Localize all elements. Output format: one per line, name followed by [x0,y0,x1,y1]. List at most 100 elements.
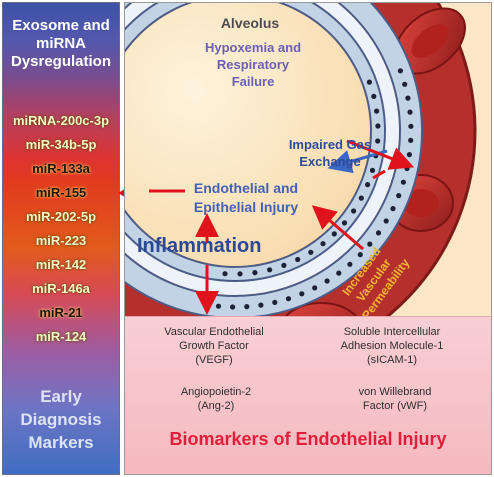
mirna-list: miRNA-200c-3p miR-34b-5p miR-133a miR-155 mi… [3,109,119,349]
cell-nucleus [308,249,314,255]
cell-nucleus [341,220,348,226]
cell-nucleus [285,296,292,302]
cell-nucleus [400,179,406,185]
early-diagnosis-label: Early Diagnosis Markers [3,385,119,454]
cell-nucleus [374,108,380,114]
cell-nucleus [408,137,414,143]
endothelial-injury-label: Endothelial and Epithelial Injury [161,179,331,217]
mirna-item: miR-124 [35,329,87,344]
hypoxemia-label: Hypoxemia and Respiratory Failure [163,39,343,90]
title-line: miRNA [35,35,86,52]
footer-line: Markers [28,433,94,452]
label-line: Impaired Gas [288,137,372,152]
label-line: Growth Factor [179,340,249,352]
cell-nucleus [331,231,337,237]
diagram-arrows [149,139,415,315]
mirna-item: miR-21 [39,305,83,320]
cell-nucleus [371,93,377,99]
epithelial-outline [125,3,386,282]
cell-nucleus [215,303,222,309]
cell-nucleus [408,123,414,129]
mirna-panel: Exosome and miRNA Dysregulation miRNA-20… [2,2,120,475]
cell-nucleus [258,302,264,308]
cell-nucleus [407,109,413,115]
cell-nucleus [397,68,403,74]
cell-nucleus [390,206,396,212]
cell-nucleus [358,195,364,201]
red-blood-cell-center [411,24,449,58]
cell-nucleus [312,285,318,291]
cell-nucleus [347,261,353,267]
red-arrow-tail [372,169,386,180]
mirna-item: miR-202-5p [25,209,97,224]
alveolus-airspace [125,3,370,266]
cell-nucleus [369,167,376,173]
label-line: Angiopoietin-2 [180,386,252,398]
impaired-exchange-arrow [346,139,415,170]
cell-nucleus [336,270,342,276]
biomarker-vwf: von Willebrand Factor (vWF) [325,385,465,413]
cell-nucleus [405,95,411,101]
cell-nucleus [406,152,412,158]
biomarkers-title: Biomarkers of Endothelial Injury [169,429,447,449]
cell-nucleus [295,256,301,263]
impaired-gas-exchange-label: Impaired Gas Exchange [265,136,395,170]
cell-nucleus [402,81,408,87]
mirna-item: miR-133a [32,161,90,176]
red-blood-cell-center [403,189,439,217]
permeability-arrow [311,205,364,251]
cell-nucleus [404,165,410,172]
cell-nucleus [252,270,258,276]
mirna-item: miR-155 [35,185,87,200]
cell-nucleus [237,271,243,277]
label-line: von Willebrand [358,386,432,398]
label-line: Factor (vWF) [362,400,428,412]
label-line: Vascular Endothelial [164,326,264,338]
mirna-item: miR-34b-5p [25,137,97,152]
label-line: (Ang-2) [197,400,235,412]
cell-nucleus [230,304,236,310]
mirna-item: miR-146a [32,281,90,296]
cell-nucleus [365,182,371,188]
label-line: (VEGF) [195,354,233,366]
endothelial-inner-outline [125,3,401,297]
footer-line: Early [40,387,82,406]
biomarkers-panel: Vascular Endothelial Growth Factor (VEGF… [125,316,491,474]
label-line: Endothelial and [193,180,299,196]
title-line: Dysregulation [10,53,112,70]
cell-nucleus [367,241,373,247]
cell-nucleus [375,123,381,129]
label-line: Failure [231,74,275,89]
biomarker-vegf: Vascular Endothelial Growth Factor (VEGF… [139,325,289,367]
label-line: Respiratory [216,57,290,72]
mirna-panel-title: Exosome and miRNA Dysregulation [3,17,119,71]
inflammation-label: Inflammation [137,235,262,257]
cell-nucleus [375,230,382,236]
epithelial-layer [125,3,385,281]
biomarker-ang2: Angiopoietin-2 (Ang-2) [151,385,281,413]
cell-nucleus [222,271,228,277]
title-line: Exosome and [12,17,110,34]
cell-nucleus [357,252,363,258]
label-line: Exchange [299,154,361,169]
mirna-item: miR-223 [35,233,87,248]
mirna-item: miRNA-200c-3p [12,113,110,128]
cell-nucleus [299,291,305,297]
cell-nucleus [272,299,278,305]
alveolus-label: Alveolus [220,15,280,31]
label-line: (sICAM-1) [366,354,418,366]
label-line: Soluble Intercellular [343,326,441,338]
alveolus-diagram: Alveolus Hypoxemia and Respiratory Failu… [124,2,492,475]
label-line: Epithelial Injury [193,199,299,215]
biomarker-sicam1: Soluble Intercellular Adhesion Molecule-… [307,325,477,367]
cell-nucleus [324,278,330,284]
cell-nucleus [375,138,381,144]
cell-nucleus [351,208,357,214]
mirna-item: miR-142 [35,257,87,272]
cell-nucleus [281,262,287,268]
cell-nucleus [244,304,250,310]
interstitium [125,3,399,295]
label-line: Adhesion Molecule-1 [340,340,444,352]
footer-line: Diagnosis [20,410,102,429]
cell-nucleus [320,241,326,247]
